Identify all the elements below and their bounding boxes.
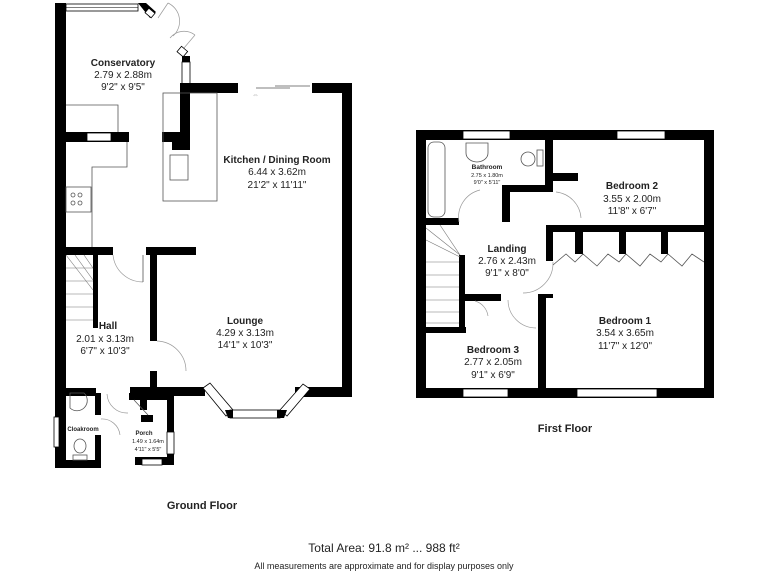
room-metric: 3.55 x 2.00m xyxy=(603,194,661,205)
basin-icon xyxy=(69,392,88,412)
room-imperial: 9'0" x 5'11" xyxy=(474,180,501,186)
wall xyxy=(342,83,352,397)
bath-icon xyxy=(427,141,446,218)
toilet-icon xyxy=(520,151,536,167)
room-metric: 2.77 x 2.05m xyxy=(464,357,522,368)
room-metric: 4.29 x 3.13m xyxy=(216,328,274,339)
room-imperial: 9'2" x 9'5" xyxy=(101,82,145,93)
room-imperial: 9'1" x 6'9" xyxy=(471,370,515,381)
room-imperial: 11'7" x 12'0" xyxy=(598,341,653,352)
wall xyxy=(180,83,238,93)
room-name: Porch xyxy=(135,431,152,437)
room-metric: 6.44 x 3.62m xyxy=(248,167,306,178)
room-imperial: 4'11" x 5'5" xyxy=(135,447,162,453)
room-name: Kitchen / Dining Room xyxy=(223,155,330,166)
ground-floor-plan: ⇔ xyxy=(53,2,352,512)
sink-icon xyxy=(169,154,189,181)
first-floor-plan: Bathroom 2.75 x 1.80m 9'0" x 5'11" Bedro… xyxy=(416,130,714,435)
room-metric: 2.79 x 2.88m xyxy=(94,70,152,81)
room-imperial: 11'8" x 6'7" xyxy=(608,206,657,217)
room-name: Bedroom 3 xyxy=(467,345,520,356)
room-name: Bathroom xyxy=(472,164,503,171)
window xyxy=(462,130,511,140)
floor-label: First Floor xyxy=(538,423,593,435)
window xyxy=(181,61,191,85)
room-metric: 1.49 x 1.64m xyxy=(132,439,164,445)
wall xyxy=(55,3,66,465)
toilet-icon xyxy=(73,438,87,454)
room-name: Hall xyxy=(99,321,118,332)
window xyxy=(86,132,112,142)
disclaimer: All measurements are approximate and for… xyxy=(254,561,514,571)
room-name: Cloakroom xyxy=(67,427,98,433)
room-imperial: 6'7" x 10'3" xyxy=(80,346,130,357)
room-metric: 2.75 x 1.80m xyxy=(471,173,503,179)
room-imperial: 21'2" x 11'11" xyxy=(248,180,307,191)
window xyxy=(616,130,666,140)
room-name: Bedroom 1 xyxy=(599,316,652,327)
room-name: Lounge xyxy=(227,316,264,327)
kitchen-island xyxy=(162,92,218,202)
room-imperial: 14'1" x 10'3" xyxy=(218,340,273,351)
basin-icon xyxy=(465,142,489,163)
wall xyxy=(312,83,352,93)
svg-text:⇔: ⇔ xyxy=(252,92,259,99)
room-metric: 3.54 x 3.65m xyxy=(596,328,654,339)
room-metric: 2.01 x 3.13m xyxy=(76,334,134,345)
room-name: Landing xyxy=(488,244,527,255)
window xyxy=(462,388,509,398)
window xyxy=(53,416,60,448)
room-imperial: 9'1" x 8'0" xyxy=(485,268,529,279)
room-name: Bedroom 2 xyxy=(606,181,659,192)
floor-label: Ground Floor xyxy=(167,500,238,512)
room-name: Conservatory xyxy=(91,58,156,69)
hob-icon xyxy=(65,186,92,213)
room-metric: 2.76 x 2.43m xyxy=(478,256,536,267)
window xyxy=(576,388,658,398)
total-area: Total Area: 91.8 m² ... 988 ft² xyxy=(308,541,460,555)
